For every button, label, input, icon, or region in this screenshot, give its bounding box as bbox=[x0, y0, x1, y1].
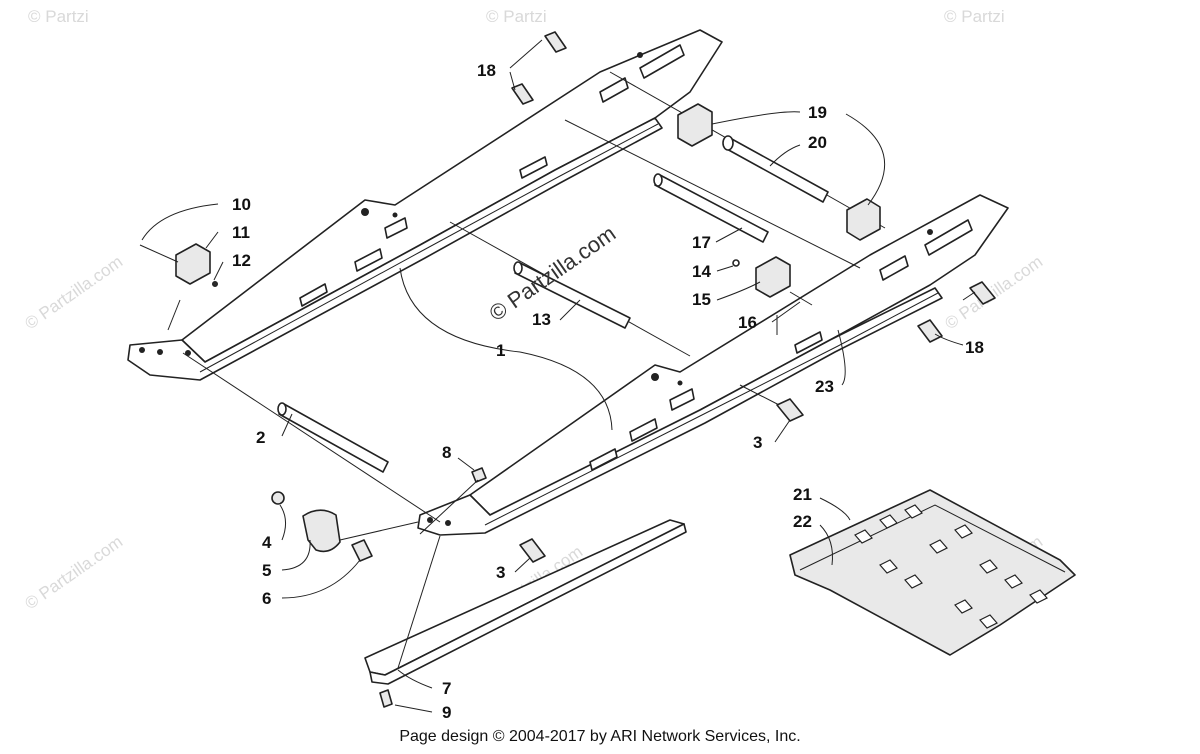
wear-block-5 bbox=[271, 491, 373, 562]
callout-2: 2 bbox=[256, 428, 265, 447]
watermark-tile: © Partzilla.com bbox=[21, 532, 126, 613]
callout-5: 5 bbox=[262, 561, 271, 580]
bumper-19 bbox=[677, 103, 881, 241]
callout-3-right: 3 bbox=[753, 433, 762, 452]
callout-15: 15 bbox=[692, 290, 711, 309]
callout-17: 17 bbox=[692, 233, 711, 252]
bumper-11 bbox=[139, 243, 218, 287]
bolt-18 bbox=[511, 31, 996, 343]
shaft-20 bbox=[722, 135, 829, 203]
slide-7 bbox=[364, 519, 687, 708]
callout-8: 8 bbox=[442, 443, 451, 462]
callout-1: 1 bbox=[496, 341, 505, 360]
callout-21: 21 bbox=[793, 485, 812, 504]
callout-6: 6 bbox=[262, 589, 271, 608]
bumper-15 bbox=[732, 256, 813, 306]
watermark-tile: © Partzilla.com bbox=[21, 252, 126, 333]
callout-23: 23 bbox=[815, 377, 834, 396]
callout-18-top: 18 bbox=[477, 61, 496, 80]
watermark-tile: © Partzi bbox=[944, 7, 1005, 26]
callout-11: 11 bbox=[232, 223, 250, 242]
callout-14: 14 bbox=[692, 262, 711, 281]
leader-lines bbox=[141, 39, 976, 713]
clip-8 bbox=[471, 467, 487, 483]
callouts: 18 19 20 10 11 12 17 14 15 16 13 1 18 23… bbox=[232, 61, 984, 722]
callout-20: 20 bbox=[808, 133, 827, 152]
callout-9: 9 bbox=[442, 703, 451, 722]
watermark-tile: © Partzi bbox=[486, 7, 547, 26]
footer-copyright: Page design © 2004-2017 by ARI Network S… bbox=[399, 728, 800, 745]
rail-front bbox=[417, 194, 1009, 536]
track-21 bbox=[789, 489, 1076, 656]
shaft-2 bbox=[277, 402, 389, 473]
callout-16: 16 bbox=[738, 313, 757, 332]
callout-19: 19 bbox=[808, 103, 827, 122]
bolt-3 bbox=[519, 398, 804, 563]
shaft-17 bbox=[653, 173, 769, 243]
shaft-13 bbox=[513, 261, 631, 329]
callout-7: 7 bbox=[442, 679, 451, 698]
callout-4: 4 bbox=[262, 533, 272, 552]
callout-3-left: 3 bbox=[496, 563, 505, 582]
callout-12: 12 bbox=[232, 251, 251, 270]
callout-22: 22 bbox=[793, 512, 812, 531]
rail-back bbox=[127, 29, 723, 381]
callout-13: 13 bbox=[532, 310, 551, 329]
watermark-tile: © Partzi bbox=[28, 7, 89, 26]
callout-18-right: 18 bbox=[965, 338, 984, 357]
callout-10: 10 bbox=[232, 195, 251, 214]
